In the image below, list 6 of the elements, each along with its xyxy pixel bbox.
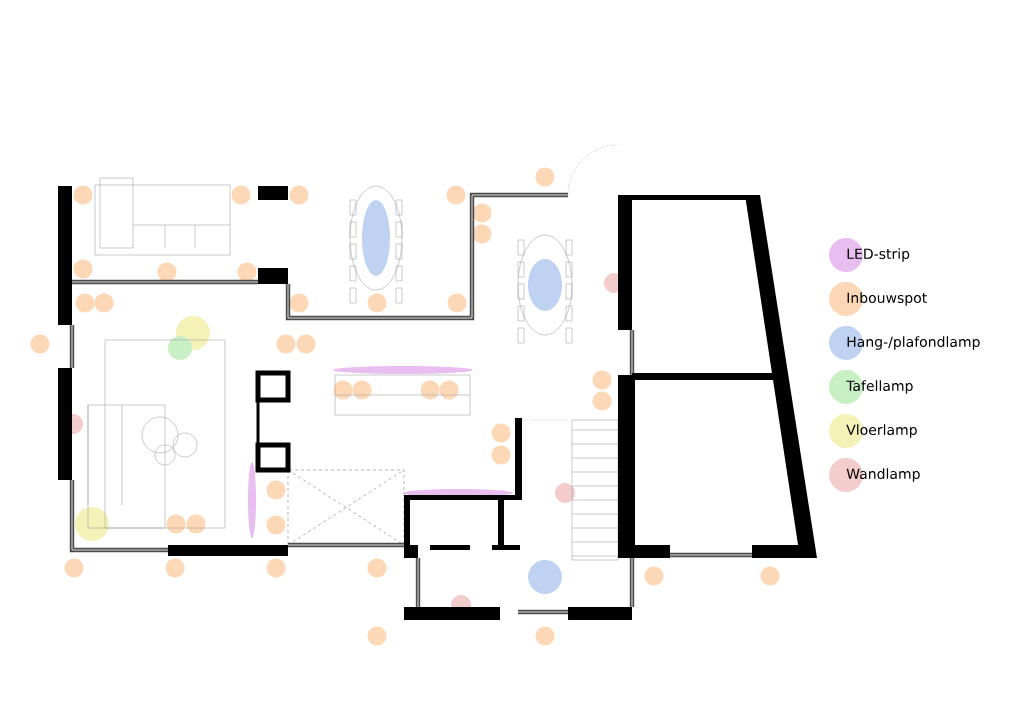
legend-label: Vloerlamp	[846, 424, 917, 438]
legend-label: Wandlamp	[846, 468, 920, 482]
legend-label: Inbouwspot	[847, 292, 927, 306]
legend-label: Hang-/plafondlamp	[847, 336, 980, 350]
legend-label: LED-strip	[847, 248, 910, 262]
legend-label: Tafellamp	[846, 380, 913, 394]
